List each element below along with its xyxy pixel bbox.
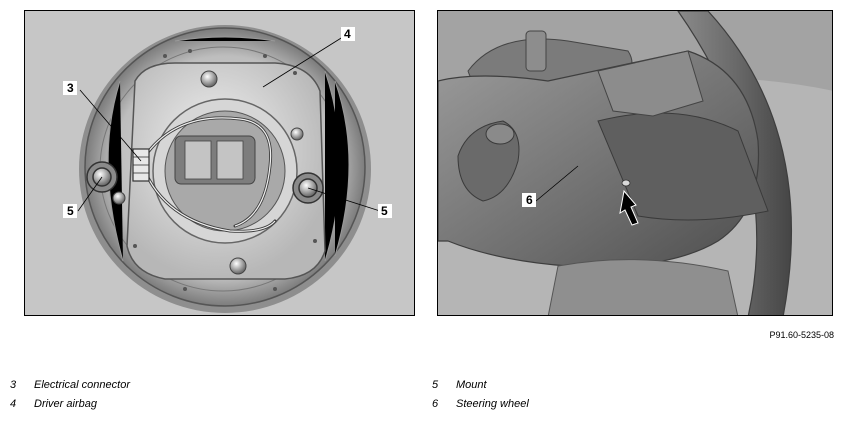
figure-id: P91.60-5235-08: [769, 330, 834, 340]
legend-label: Mount: [456, 379, 487, 391]
driver-airbag-rear-view: [25, 11, 414, 315]
legend-label: Driver airbag: [34, 398, 97, 410]
legend-number: 4: [10, 398, 17, 410]
legend-number: 3: [10, 379, 17, 391]
callout-mount-left: 5: [67, 204, 74, 218]
legend-item: 4 Driver airbag: [10, 398, 130, 417]
callout-driver-airbag: 4: [344, 27, 351, 41]
callout-steering-wheel: 6: [526, 193, 533, 207]
legend-item: 5 Mount: [432, 379, 529, 398]
legend-column-left: 3 Electrical connector 4 Driver airbag: [10, 379, 130, 417]
legend-label: Steering wheel: [456, 398, 529, 410]
legend-label: Electrical connector: [34, 379, 130, 391]
legend-item: 6 Steering wheel: [432, 398, 529, 417]
steering-wheel-illustration-panel: 6: [437, 10, 833, 316]
steering-wheel-view: [438, 11, 832, 315]
legend-column-right: 5 Mount 6 Steering wheel: [432, 379, 529, 417]
callout-mount-right: 5: [381, 204, 388, 218]
legend-item: 3 Electrical connector: [10, 379, 130, 398]
legend-number: 6: [432, 398, 439, 410]
arrow-icon: [619, 189, 639, 226]
airbag-illustration-panel: 3 4 5 5: [24, 10, 415, 316]
legend-number: 5: [432, 379, 439, 391]
callout-electrical-connector: 3: [67, 81, 74, 95]
